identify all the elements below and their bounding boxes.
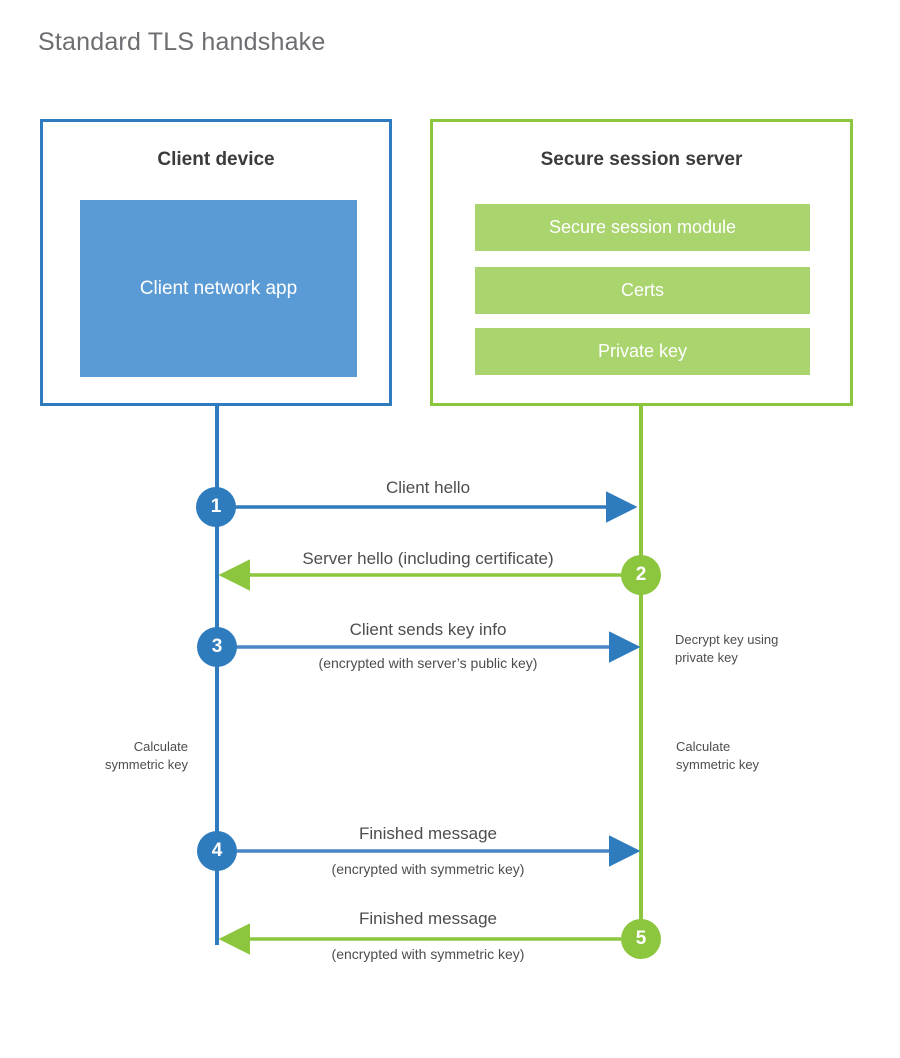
annotation-server-calculate-symmetric-key: Calculate symmetric key (676, 739, 760, 772)
secure-session-server-title: Secure session server (540, 149, 743, 170)
page-title: Standard TLS handshake (38, 28, 326, 56)
server-module-secure-session-module: Secure session module (475, 204, 810, 251)
message-label-step-5: Finished message (359, 909, 497, 928)
message-sublabel-step-3: (encrypted with server’s public key) (318, 655, 538, 671)
message-label-step-1: Client hello (385, 478, 471, 497)
server-module-certs: Certs (475, 267, 810, 314)
message-label-step-3: Client sends key info (349, 620, 507, 639)
message-label-step-2: Server hello (including certificate) (302, 549, 554, 568)
server-module-private-key: Private key (475, 328, 810, 375)
client-network-app-block: Client network app (80, 200, 357, 377)
annotation-client-calculate-symmetric-key: Calculate symmetric key (104, 739, 188, 772)
server-lifeline (639, 404, 643, 941)
client-lifeline (215, 404, 219, 945)
message-sublabel-step-4: (encrypted with symmetric key) (331, 861, 525, 877)
client-device-title: Client device (157, 149, 275, 170)
annotation-decrypt-key: Decrypt key using private key (675, 632, 779, 665)
message-sublabel-step-5: (encrypted with symmetric key) (331, 946, 525, 962)
message-label-step-4: Finished message (359, 824, 497, 843)
step-marker-4[interactable]: 4 (197, 831, 237, 871)
client-device-box: Client device Client network app (40, 119, 392, 406)
step-marker-3[interactable]: 3 (197, 627, 237, 667)
step-marker-2[interactable]: 2 (621, 555, 661, 595)
step-marker-5[interactable]: 5 (621, 919, 661, 959)
step-marker-1[interactable]: 1 (196, 487, 236, 527)
secure-session-server-box: Secure session server Secure session mod… (430, 119, 853, 406)
